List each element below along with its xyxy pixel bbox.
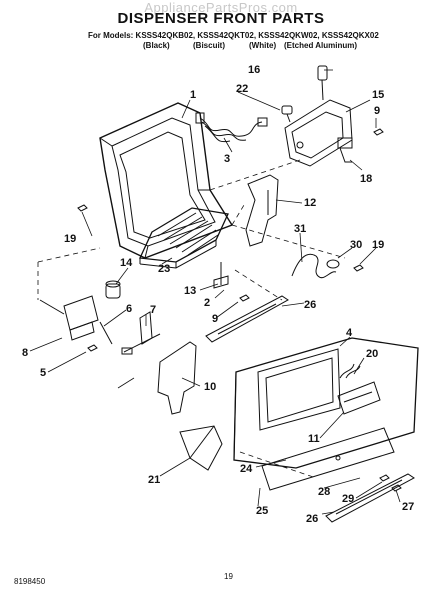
callout-16: 16: [248, 64, 260, 76]
doc-number: 8198450: [14, 577, 46, 586]
dashed-assembly-lines: [37, 159, 346, 479]
funnel-part: [179, 425, 223, 471]
housing-frame-part: [99, 102, 234, 259]
callout-25: 25: [256, 505, 268, 517]
callout-20: 20: [366, 348, 378, 360]
color-label-etched-aluminum: (Etched Aluminum): [284, 41, 358, 50]
callout-leader-lines: [29, 69, 401, 515]
callout-24: 24: [240, 463, 253, 475]
wire-harness-part: [195, 112, 268, 143]
callout-8: 8: [22, 347, 28, 359]
callout-23: 23: [158, 263, 170, 275]
part-number-callouts: 1 2 3 4 5 6 7 8 9 9 10 11 12 13 14 15 16…: [22, 64, 414, 525]
callout-7: 7: [150, 304, 156, 316]
color-label-biscuit: (Biscuit): [193, 41, 225, 50]
solenoid-part: [105, 280, 121, 299]
drip-tray-part: [139, 207, 229, 269]
dispenser-lever-part: [157, 341, 197, 415]
callout-15: 15: [372, 89, 384, 101]
diagram-title: DISPENSER FRONT PARTS: [117, 10, 325, 27]
callout-30: 30: [350, 239, 362, 251]
callout-5: 5: [40, 367, 46, 379]
callout-1: 1: [190, 89, 196, 101]
callout-18: 18: [360, 173, 372, 185]
callout-9b: 9: [374, 105, 380, 117]
screws: [77, 128, 402, 492]
callout-13: 13: [184, 285, 196, 297]
color-label-black: (Black): [143, 41, 170, 50]
color-label-white: (White): [249, 41, 277, 50]
callout-27: 27: [402, 501, 414, 513]
light-socket-part: [281, 105, 293, 123]
callout-9a: 9: [212, 313, 218, 325]
lower-trim-panel: [261, 427, 395, 491]
pin-part: [99, 321, 113, 345]
lever-arm-part: [245, 174, 279, 247]
hinge-bracket-part: [121, 311, 161, 355]
callout-22: 22: [236, 83, 248, 95]
watermark: AppliancePartsPros.com: [144, 0, 298, 15]
page-number: 19: [224, 572, 233, 581]
callout-6: 6: [126, 303, 132, 315]
callout-4: 4: [346, 327, 353, 339]
models-line: For Models: KSSS42QKB02, KSSS42QKT02, KS…: [88, 31, 379, 40]
upper-trim-strip: [205, 295, 289, 343]
callout-14: 14: [120, 257, 133, 269]
callout-29: 29: [342, 493, 354, 505]
callout-31: 31: [294, 223, 306, 235]
callout-19a: 19: [64, 233, 76, 245]
actuator-part: [39, 295, 99, 341]
callout-11: 11: [308, 433, 320, 445]
callout-26a: 26: [304, 299, 316, 311]
callout-19b: 19: [372, 239, 384, 251]
bushing-part: [326, 259, 340, 269]
callout-21: 21: [148, 474, 160, 486]
callout-3: 3: [224, 153, 230, 165]
callout-2: 2: [204, 297, 210, 309]
spring-part: [291, 253, 337, 279]
switch-part: [317, 65, 328, 101]
callout-28: 28: [318, 486, 330, 498]
callout-26b: 26: [306, 513, 318, 525]
front-panel-part: [233, 337, 419, 469]
clip-part: [213, 262, 229, 289]
callout-10: 10: [204, 381, 216, 393]
switch-bracket-part: [284, 99, 353, 167]
control-board-part: [337, 363, 381, 415]
callout-12: 12: [304, 197, 316, 209]
lower-trim-strip: [325, 473, 415, 523]
